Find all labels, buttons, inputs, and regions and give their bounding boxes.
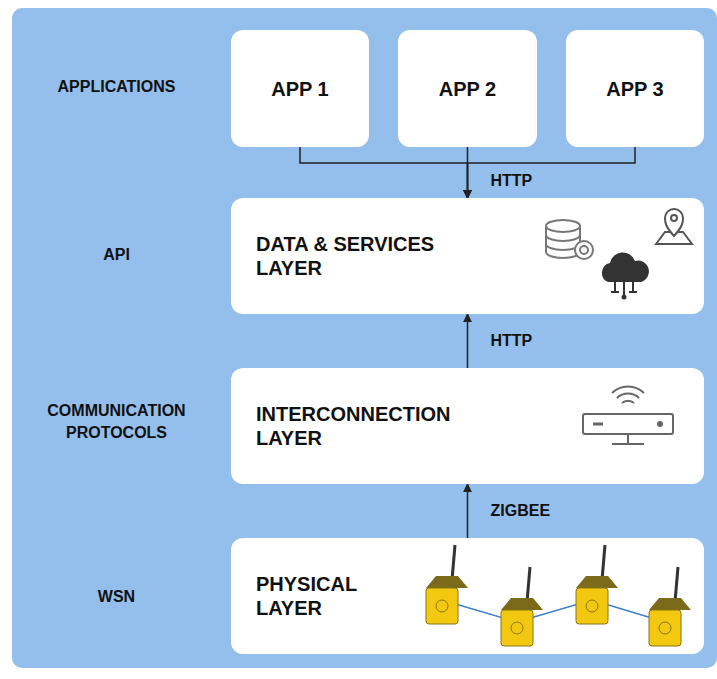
protocol-label: HTTP (488, 331, 536, 351)
layer-box: DATA & SERVICES LAYER (231, 198, 704, 314)
app-box: APP 2 (398, 30, 537, 147)
app-name: APP 3 (606, 77, 663, 101)
layer-category: WSN (14, 586, 219, 608)
protocol-label: HTTP (488, 171, 536, 191)
protocol-label: ZIGBEE (488, 501, 554, 521)
connector-arrow (467, 314, 469, 368)
layer-name: DATA & SERVICES LAYER (256, 232, 491, 280)
connector-arrow (468, 147, 636, 198)
layer-category: APPLICATIONS (14, 76, 219, 98)
connector-arrow (467, 484, 469, 538)
layer-name: PHYSICAL LAYER (256, 572, 396, 620)
connector-arrow (300, 147, 468, 198)
layer-box: PHYSICAL LAYER (231, 538, 704, 654)
layer-name: INTERCONNECTION LAYER (256, 402, 491, 450)
layer-category: COMMUNICATION PROTOCOLS (14, 400, 219, 445)
app-name: APP 1 (271, 77, 328, 101)
layer-box: INTERCONNECTION LAYER (231, 368, 704, 484)
app-name: APP 2 (439, 77, 496, 101)
layer-category: API (14, 244, 219, 266)
app-box: APP 3 (566, 30, 704, 147)
app-box: APP 1 (231, 30, 369, 147)
